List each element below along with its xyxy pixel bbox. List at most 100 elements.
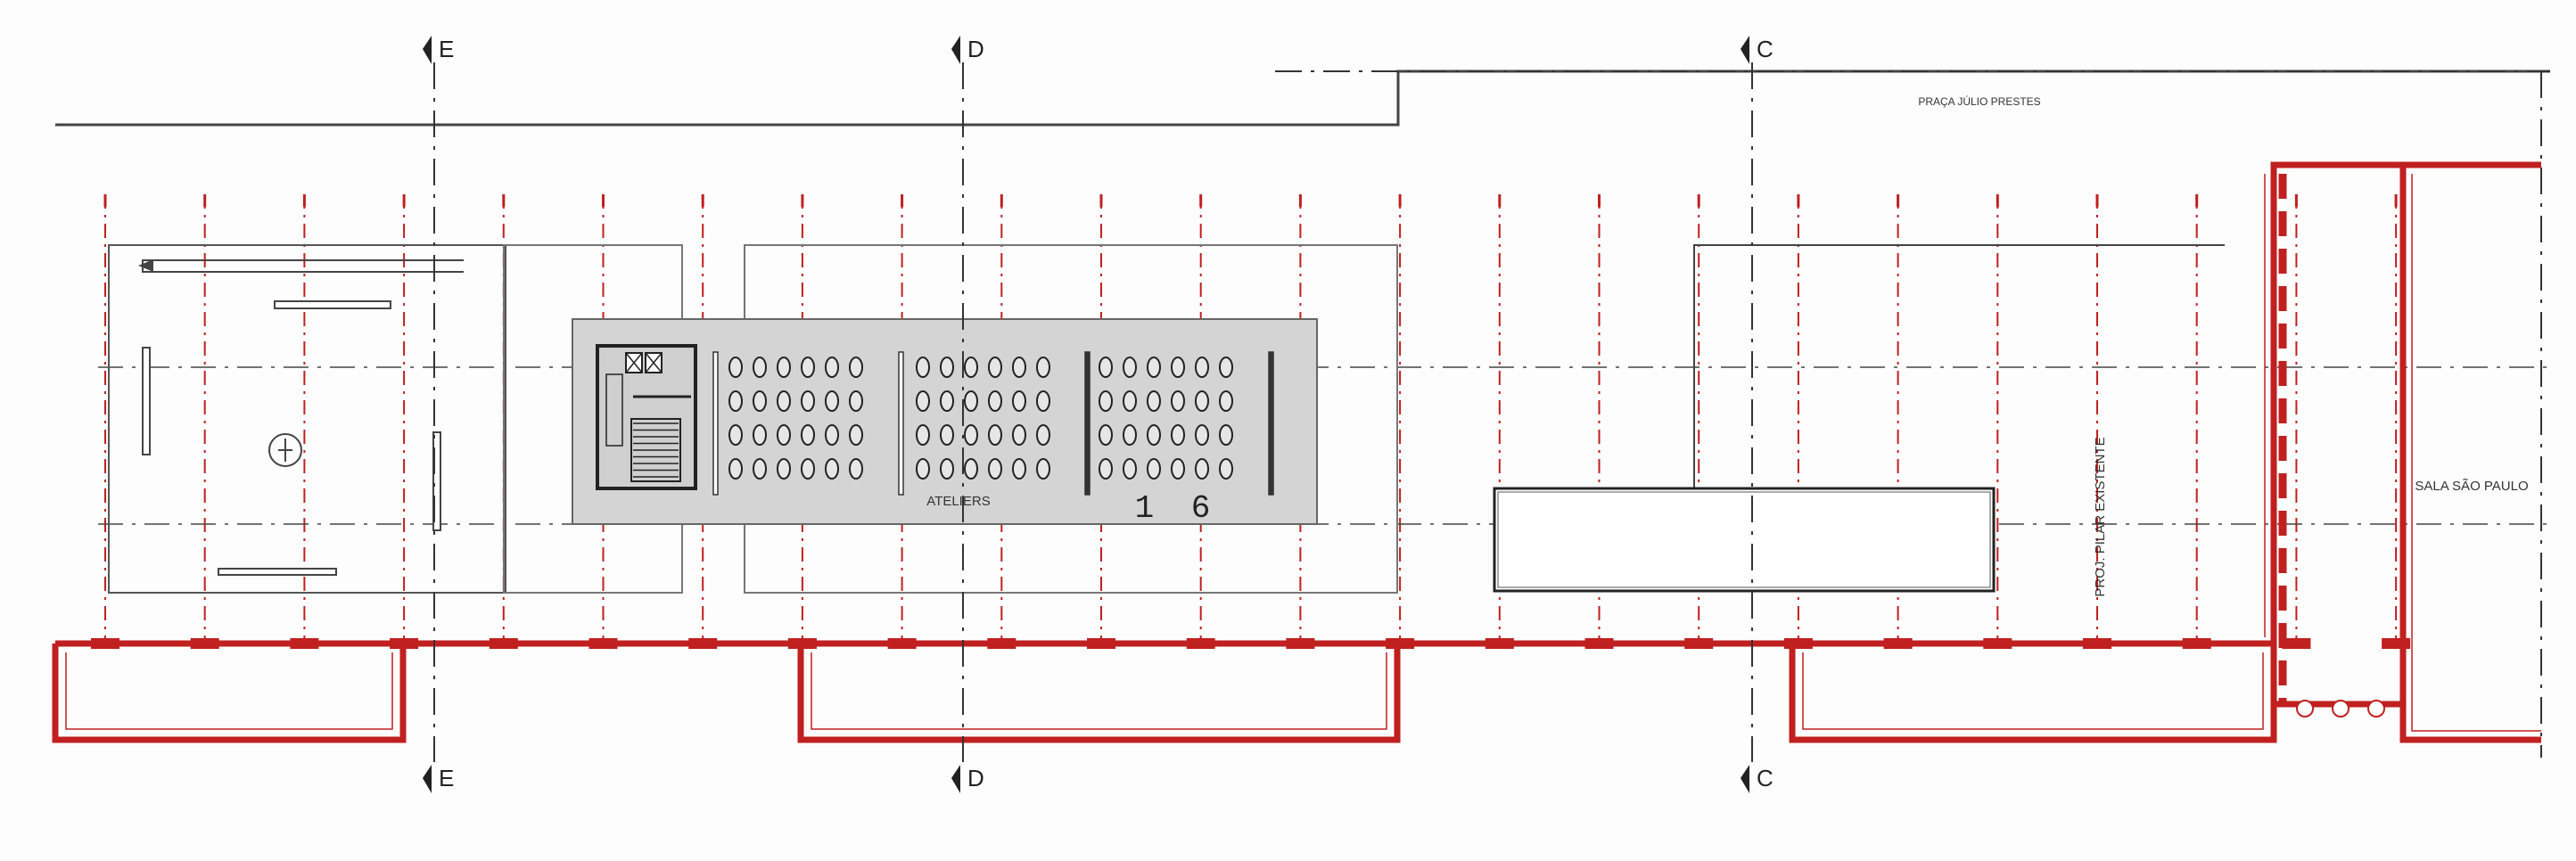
column-cap: [91, 638, 119, 649]
atelier-seat: [940, 357, 954, 378]
section-label-c-bottom: C: [1757, 765, 1774, 791]
column-cap: [1087, 638, 1115, 649]
atelier-seat: [1036, 424, 1050, 446]
stair-flight: [630, 418, 681, 482]
section-label-e-bottom: E: [439, 765, 454, 791]
column-cap: [887, 638, 917, 649]
atelier-seat: [753, 424, 767, 446]
atelier-seat: [1123, 458, 1137, 480]
atelier-seat: [753, 458, 767, 480]
section-label-c-top: C: [1757, 36, 1774, 62]
atelier-seat: [1171, 390, 1185, 412]
atelier-seat: [728, 458, 743, 480]
atelier-seat: [1123, 390, 1137, 412]
atelier-seat: [916, 357, 930, 378]
atelier-seat: [1147, 390, 1161, 412]
wall-segment-2: [142, 347, 151, 455]
column-cap: [1783, 638, 1813, 649]
atelier-seat: [916, 390, 930, 412]
red-bay-left: [52, 644, 407, 743]
atelier-seat: [988, 390, 1002, 412]
atelier-seat: [964, 424, 978, 446]
partition-3: [1084, 351, 1090, 496]
stair-treads: [633, 422, 679, 478]
atelier-seat: [801, 357, 815, 378]
atelier-seat: [728, 424, 743, 446]
atelier-seat: [988, 424, 1002, 446]
ramp-arrow: [138, 259, 153, 272]
atelier-seat: [1012, 357, 1026, 378]
atelier-seat: [1123, 424, 1137, 446]
sala-column-2: [2332, 700, 2350, 718]
atelier-seat: [988, 357, 1002, 378]
atelier-seat: [1171, 458, 1185, 480]
sala-inner-thin: [2411, 174, 2541, 732]
atelier-seat: [777, 458, 791, 480]
column-cap: [1584, 638, 1614, 649]
atelier-seat: [1123, 357, 1137, 378]
section-marker-e-top: [423, 36, 432, 64]
atelier-seat: [964, 357, 978, 378]
atelier-seat: [849, 424, 863, 446]
atelier-seat: [964, 390, 978, 412]
column-cap: [1186, 638, 1215, 649]
atelier-seat: [1219, 390, 1233, 412]
atelier-seat: [1195, 424, 1209, 446]
sala-label: SALA SÃO PAULO: [2415, 479, 2528, 494]
wall-segment-4: [218, 568, 337, 576]
red-inner-middle: [811, 652, 1387, 730]
section-marker-c-top: [1741, 36, 1749, 64]
red-bay-right: [1789, 644, 2277, 743]
column-cap: [688, 638, 718, 649]
column-cap: [1684, 638, 1714, 649]
atelier-seat: [1036, 357, 1050, 378]
atelier-seat: [1099, 390, 1113, 412]
wc-stall: [605, 373, 623, 447]
section-markers: E D C E D C: [423, 36, 1774, 793]
wall-segment-3: [432, 431, 441, 531]
floor-number: 1 6: [1135, 490, 1220, 527]
column-cap: [1983, 638, 2012, 649]
atelier-seat: [1012, 458, 1026, 480]
atelier-seat: [1099, 357, 1113, 378]
atelier-seat: [1171, 357, 1185, 378]
column-cap: [1485, 638, 1514, 649]
column-cap: [190, 638, 219, 649]
section-label-d-bottom: D: [967, 765, 984, 791]
atelier-seat: [1219, 458, 1233, 480]
atelier-seat: [849, 357, 863, 378]
column-cap: [1883, 638, 1913, 649]
atelier-seat: [753, 357, 767, 378]
red-inner-right: [1802, 652, 2264, 730]
column-cap: [290, 638, 319, 649]
column-cap: [1286, 638, 1315, 649]
column-cap: [390, 638, 419, 649]
atelier-seat: [964, 458, 978, 480]
sala-columns: [2296, 700, 2385, 718]
atelier-seat: [801, 390, 815, 412]
atelier-seat: [728, 390, 743, 412]
atelier-seat: [916, 458, 930, 480]
atelier-seat: [1036, 458, 1050, 480]
atelier-seat: [1171, 424, 1185, 446]
column-cap: [1386, 638, 1415, 649]
atelier-seat: [777, 390, 791, 412]
sala-column-1: [2296, 700, 2314, 718]
sala-column-3: [2367, 700, 2385, 718]
section-marker-c-bottom: [1741, 765, 1749, 793]
column-cap: [987, 638, 1016, 649]
atelier-seat: [940, 458, 954, 480]
atelier-seat: [1219, 357, 1233, 378]
plaza-label: PRAÇA JÚLIO PRESTES: [1918, 94, 2040, 108]
section-marker-d-bottom: [951, 765, 960, 793]
atelier-seat: [1219, 424, 1233, 446]
column-cap: [2182, 638, 2211, 649]
atelier-seat: [825, 357, 839, 378]
atelier-seat: [753, 390, 767, 412]
atelier-seat: [777, 424, 791, 446]
section-marker-e-bottom: [423, 765, 432, 793]
section-label-e-top: E: [439, 36, 454, 62]
atelier-seat: [849, 390, 863, 412]
